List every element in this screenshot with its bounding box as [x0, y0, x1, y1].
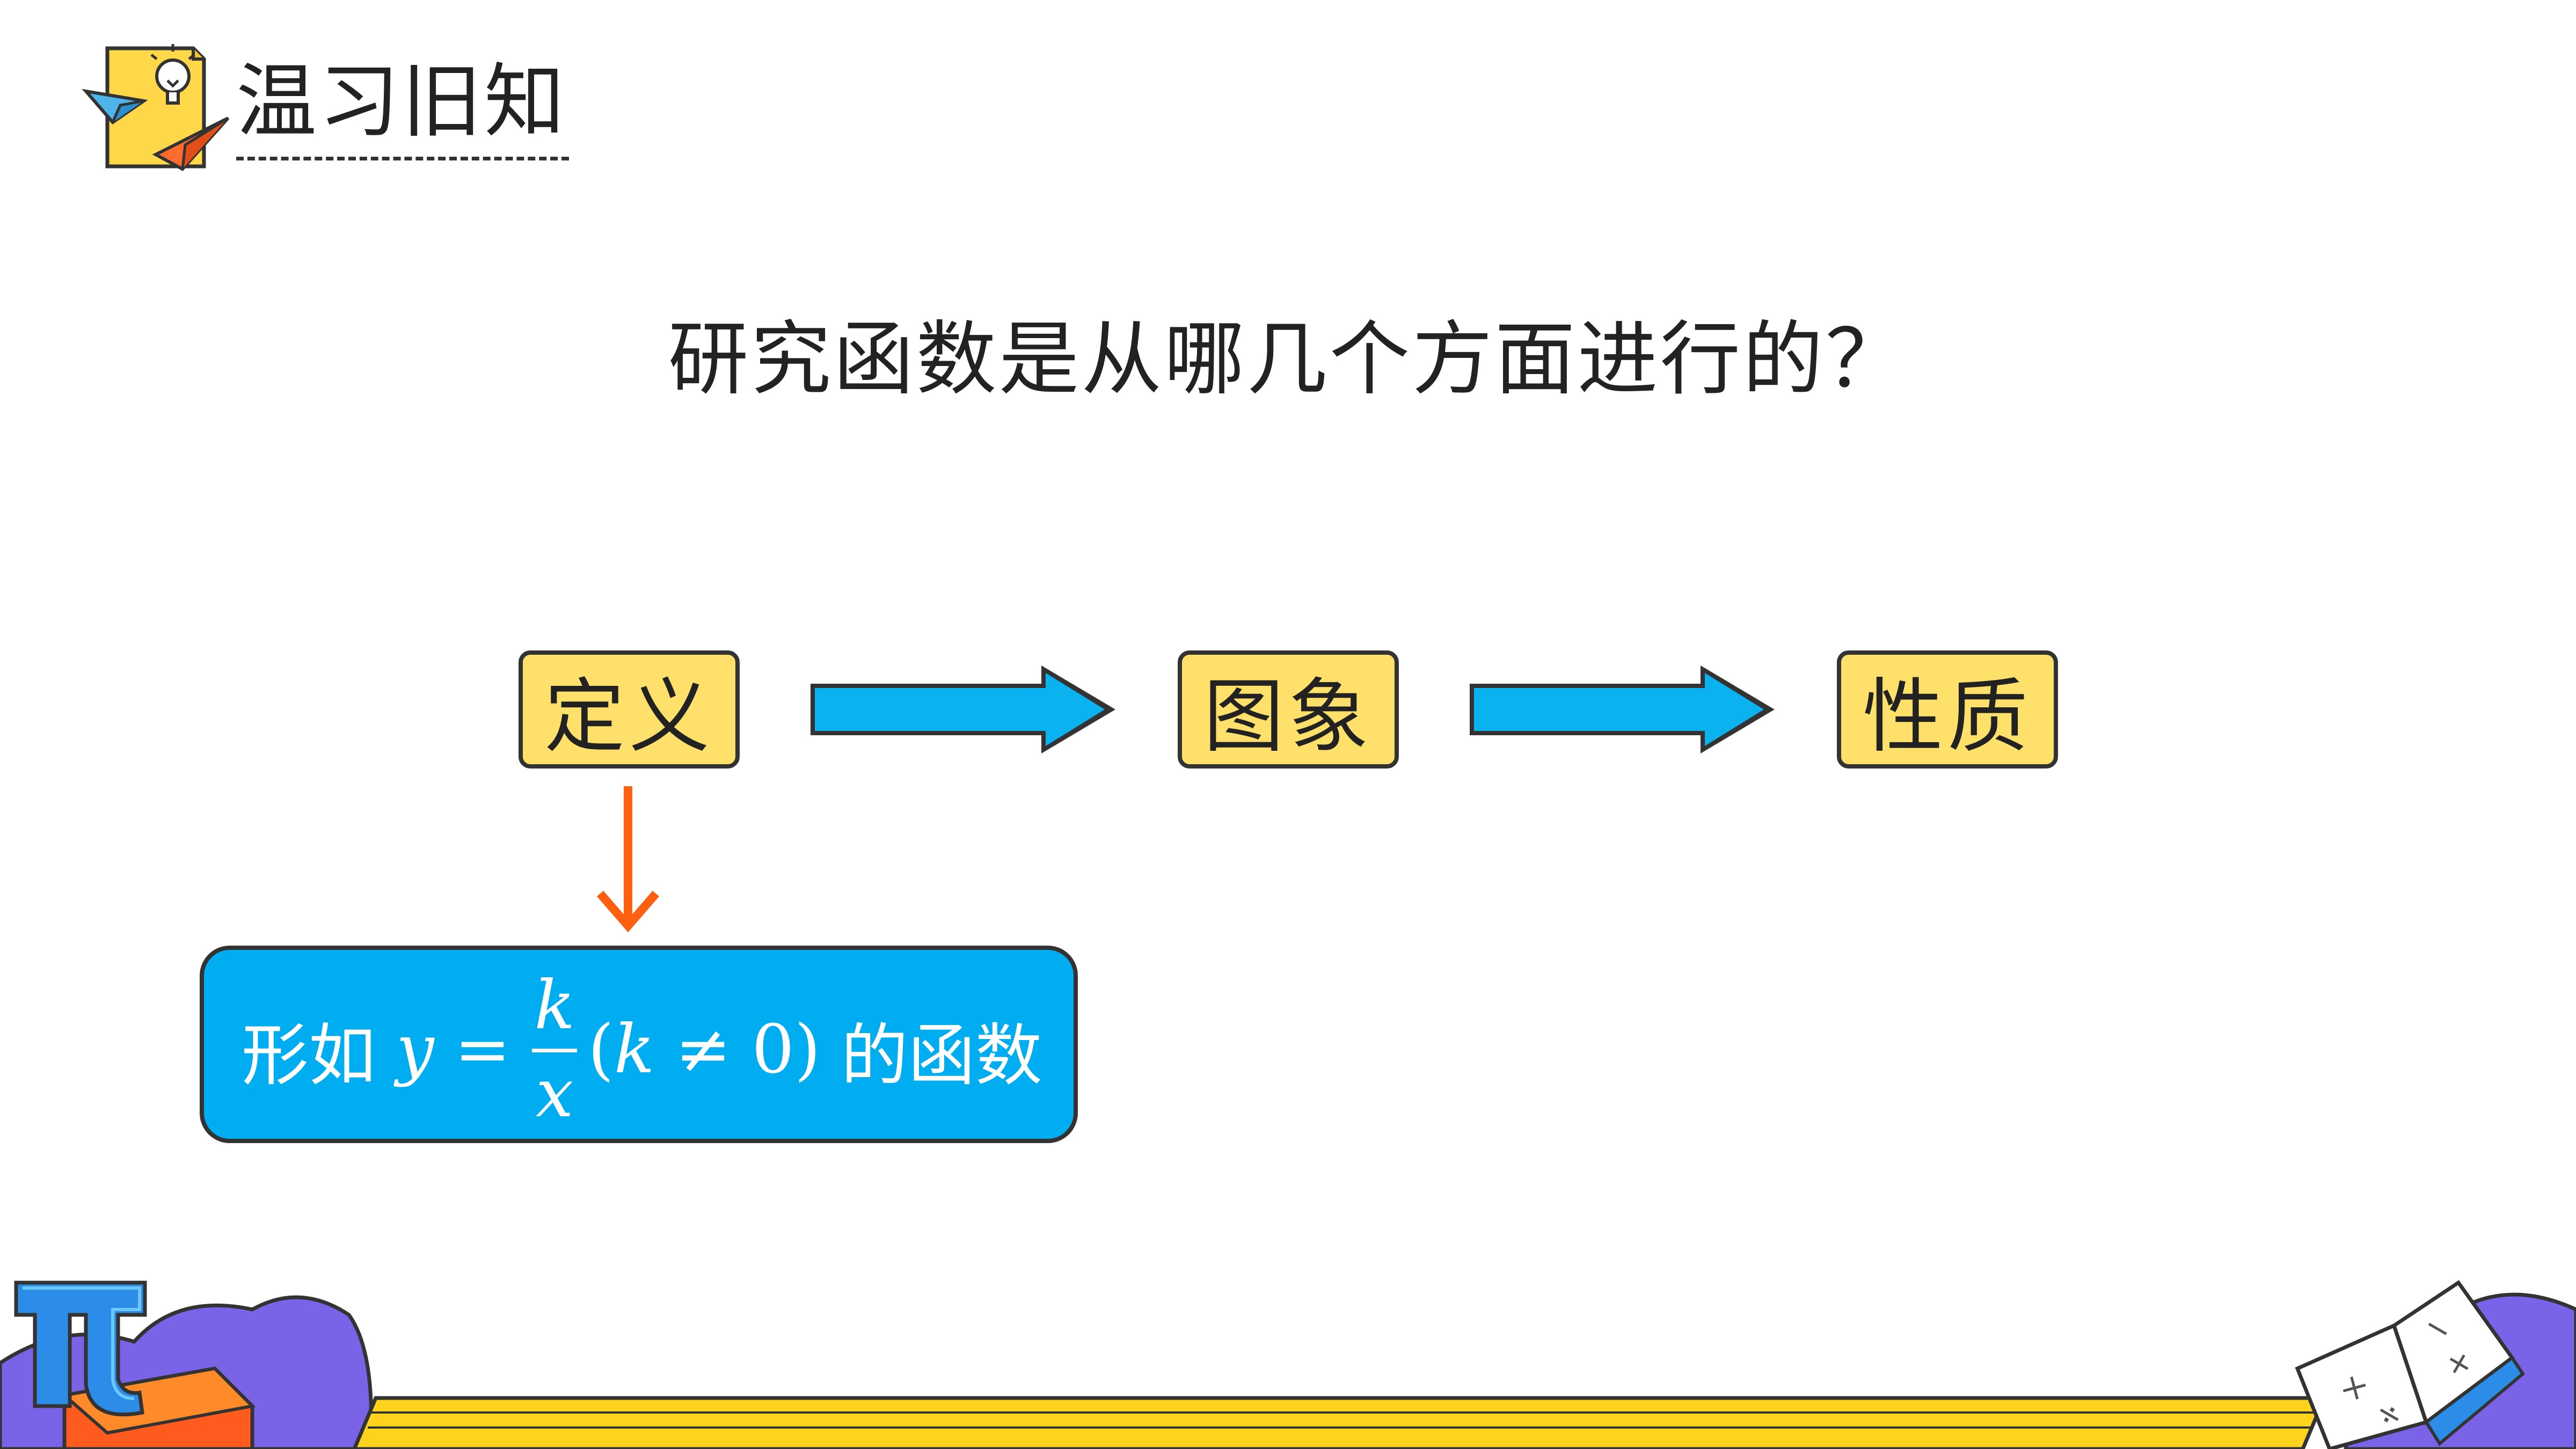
pi-icon [14, 1280, 147, 1417]
page-title: 温习旧知 [236, 55, 567, 149]
formula-suffix: 的函数 [841, 1016, 1042, 1095]
formula: 形如 y = k x ( k ≠ 0 ) 的函数 [242, 972, 1042, 1127]
formula-neq: ≠ [675, 1010, 732, 1088]
formula-k: k [614, 1010, 655, 1088]
graph-box: 图象 [1178, 650, 1399, 769]
fraction-bar [532, 1048, 578, 1052]
formula-prefix: 形如 [242, 1016, 376, 1095]
definition-box: 定义 [519, 650, 740, 769]
title-underline [236, 157, 569, 160]
header: 温习旧知 [236, 54, 569, 166]
formula-equals: = [454, 1010, 511, 1088]
arrow-right-icon [811, 665, 1115, 753]
formula-denominator: x [536, 1054, 574, 1132]
arrow-right-icon [1470, 665, 1775, 753]
formula-zero: 0 [751, 1010, 794, 1088]
formula-numerator: k [534, 966, 575, 1044]
property-box: 性质 [1837, 650, 2058, 769]
arrow-down-icon [596, 786, 660, 933]
formula-open-paren: ( [588, 1010, 614, 1088]
lightbulb-paper-planes-icon [82, 44, 230, 171]
open-book-icon: × ÷ − + [2295, 1280, 2525, 1449]
question-text: 研究函数是从哪几个方面进行的？ [668, 313, 1908, 406]
formula-box: 形如 y = k x ( k ≠ 0 ) 的函数 [200, 946, 1078, 1143]
formula-y: y [396, 1010, 434, 1088]
formula-fraction: k x [529, 972, 580, 1127]
formula-close-paren: ) [794, 1010, 821, 1088]
bottom-decoration [0, 1292, 2576, 1449]
